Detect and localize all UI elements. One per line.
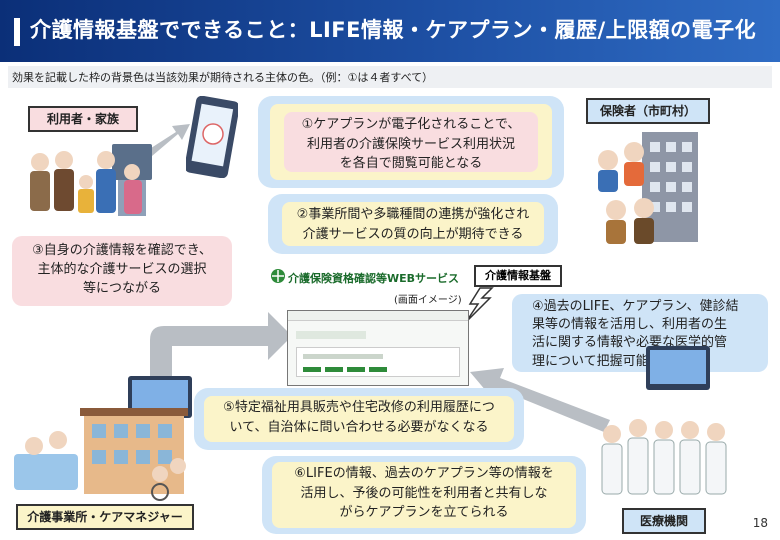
effect-6-line: 活用し、予後の可能性を利用者と共有しな bbox=[300, 485, 548, 501]
screen-header-bar bbox=[288, 311, 468, 321]
effect-2-text: ②事業所間や多職種間の連携が強化され 介護サービスの質の向上が期待できる bbox=[282, 205, 544, 244]
screen-panel bbox=[296, 347, 460, 377]
effect-3-line: 等につながる bbox=[82, 280, 161, 296]
effect-5-line: ⑤特定福祉用具販売や住宅改修の利用履歴につ bbox=[223, 400, 495, 415]
web-service-logo-icon bbox=[271, 269, 285, 283]
arrow-medical-to-platform bbox=[470, 368, 610, 432]
effect-1-line: 利用者の介護保険サービス利用状況 bbox=[306, 136, 515, 152]
title-bar: 介護情報基盤でできること：LIFE情報・ケアプラン・履歴/上限額の電子化 bbox=[0, 0, 780, 62]
screen-title-bar bbox=[296, 331, 366, 339]
smartphone-illustration bbox=[186, 96, 238, 178]
effect-2-inner bbox=[282, 202, 544, 246]
care-facility-illustration bbox=[14, 376, 192, 501]
actor-user-label: 利用者・家族 bbox=[28, 106, 138, 132]
screen-image-note: (画面イメージ) bbox=[394, 295, 462, 306]
effect-1-text: ①ケアプランが電子化されることで、 利用者の介護保険サービス利用状況 を各自で閲… bbox=[284, 115, 538, 174]
effect-3-line: ③自身の介護情報を確認でき、 bbox=[32, 243, 212, 258]
effect-3-line: 主体的な介護サービスの選択 bbox=[37, 261, 207, 277]
page-number: 18 bbox=[752, 516, 768, 530]
note-background bbox=[8, 66, 772, 88]
effect-5-text: ⑤特定福祉用具販売や住宅改修の利用履歴につ いて、自治体に問い合わせる必要がなく… bbox=[204, 398, 514, 437]
effect-1-line: を各自で閲覧可能となる bbox=[339, 156, 483, 171]
effect-2-line: ②事業所間や多職種間の連携が強化され bbox=[296, 207, 530, 222]
insurer-building-illustration bbox=[598, 132, 698, 244]
family-illustration bbox=[30, 144, 152, 216]
legend-note: 効果を記載した枠の背景色は当該効果が期待される主体の色。（例：①は４者すべて） bbox=[12, 71, 434, 84]
title-accent bbox=[14, 18, 20, 46]
effect-6-line: ⑥LIFEの情報、過去のケアプラン等の情報を bbox=[294, 466, 554, 481]
effect-4-line: 果等の情報を活用し、利用者の生 bbox=[532, 317, 728, 333]
page-title: 介護情報基盤でできること：LIFE情報・ケアプラン・履歴/上限額の電子化 bbox=[30, 18, 757, 42]
effect-1-inner bbox=[284, 112, 538, 172]
web-service-name: 介護保険資格確認等WEBサービス bbox=[288, 272, 460, 285]
effect-3-box: ③自身の介護情報を確認でき、 主体的な介護サービスの選択 等につながる bbox=[12, 236, 232, 306]
actor-medical-label: 医療機関 bbox=[622, 508, 706, 534]
effect-6-text: ⑥LIFEの情報、過去のケアプラン等の情報を 活用し、予後の可能性を利用者と共有… bbox=[272, 464, 576, 523]
effect-1-line: ①ケアプランが電子化されることで、 bbox=[301, 117, 521, 132]
actor-care-label: 介護事業所・ケアマネジャー bbox=[16, 504, 194, 530]
platform-label: 介護情報基盤 bbox=[474, 265, 562, 287]
platform-screen-image bbox=[287, 310, 469, 386]
arrow-care-to-platform bbox=[150, 312, 292, 378]
effect-2-line: 介護サービスの質の向上が期待できる bbox=[302, 226, 524, 242]
effect-4-line: ④過去のLIFE、ケアプラン、健診結 bbox=[532, 299, 739, 314]
effect-6-line: がらケアプランを立てられる bbox=[339, 505, 509, 520]
medical-staff-illustration bbox=[601, 346, 727, 495]
arrow-user-to-phone bbox=[148, 124, 190, 156]
effect-6-inner bbox=[272, 462, 576, 528]
effect-5-inner bbox=[204, 396, 514, 442]
lightning-icon bbox=[465, 287, 494, 323]
actor-insurer-label: 保険者（市町村） bbox=[586, 98, 710, 124]
effect-5-line: いて、自治体に問い合わせる必要がなくなる bbox=[229, 419, 489, 435]
